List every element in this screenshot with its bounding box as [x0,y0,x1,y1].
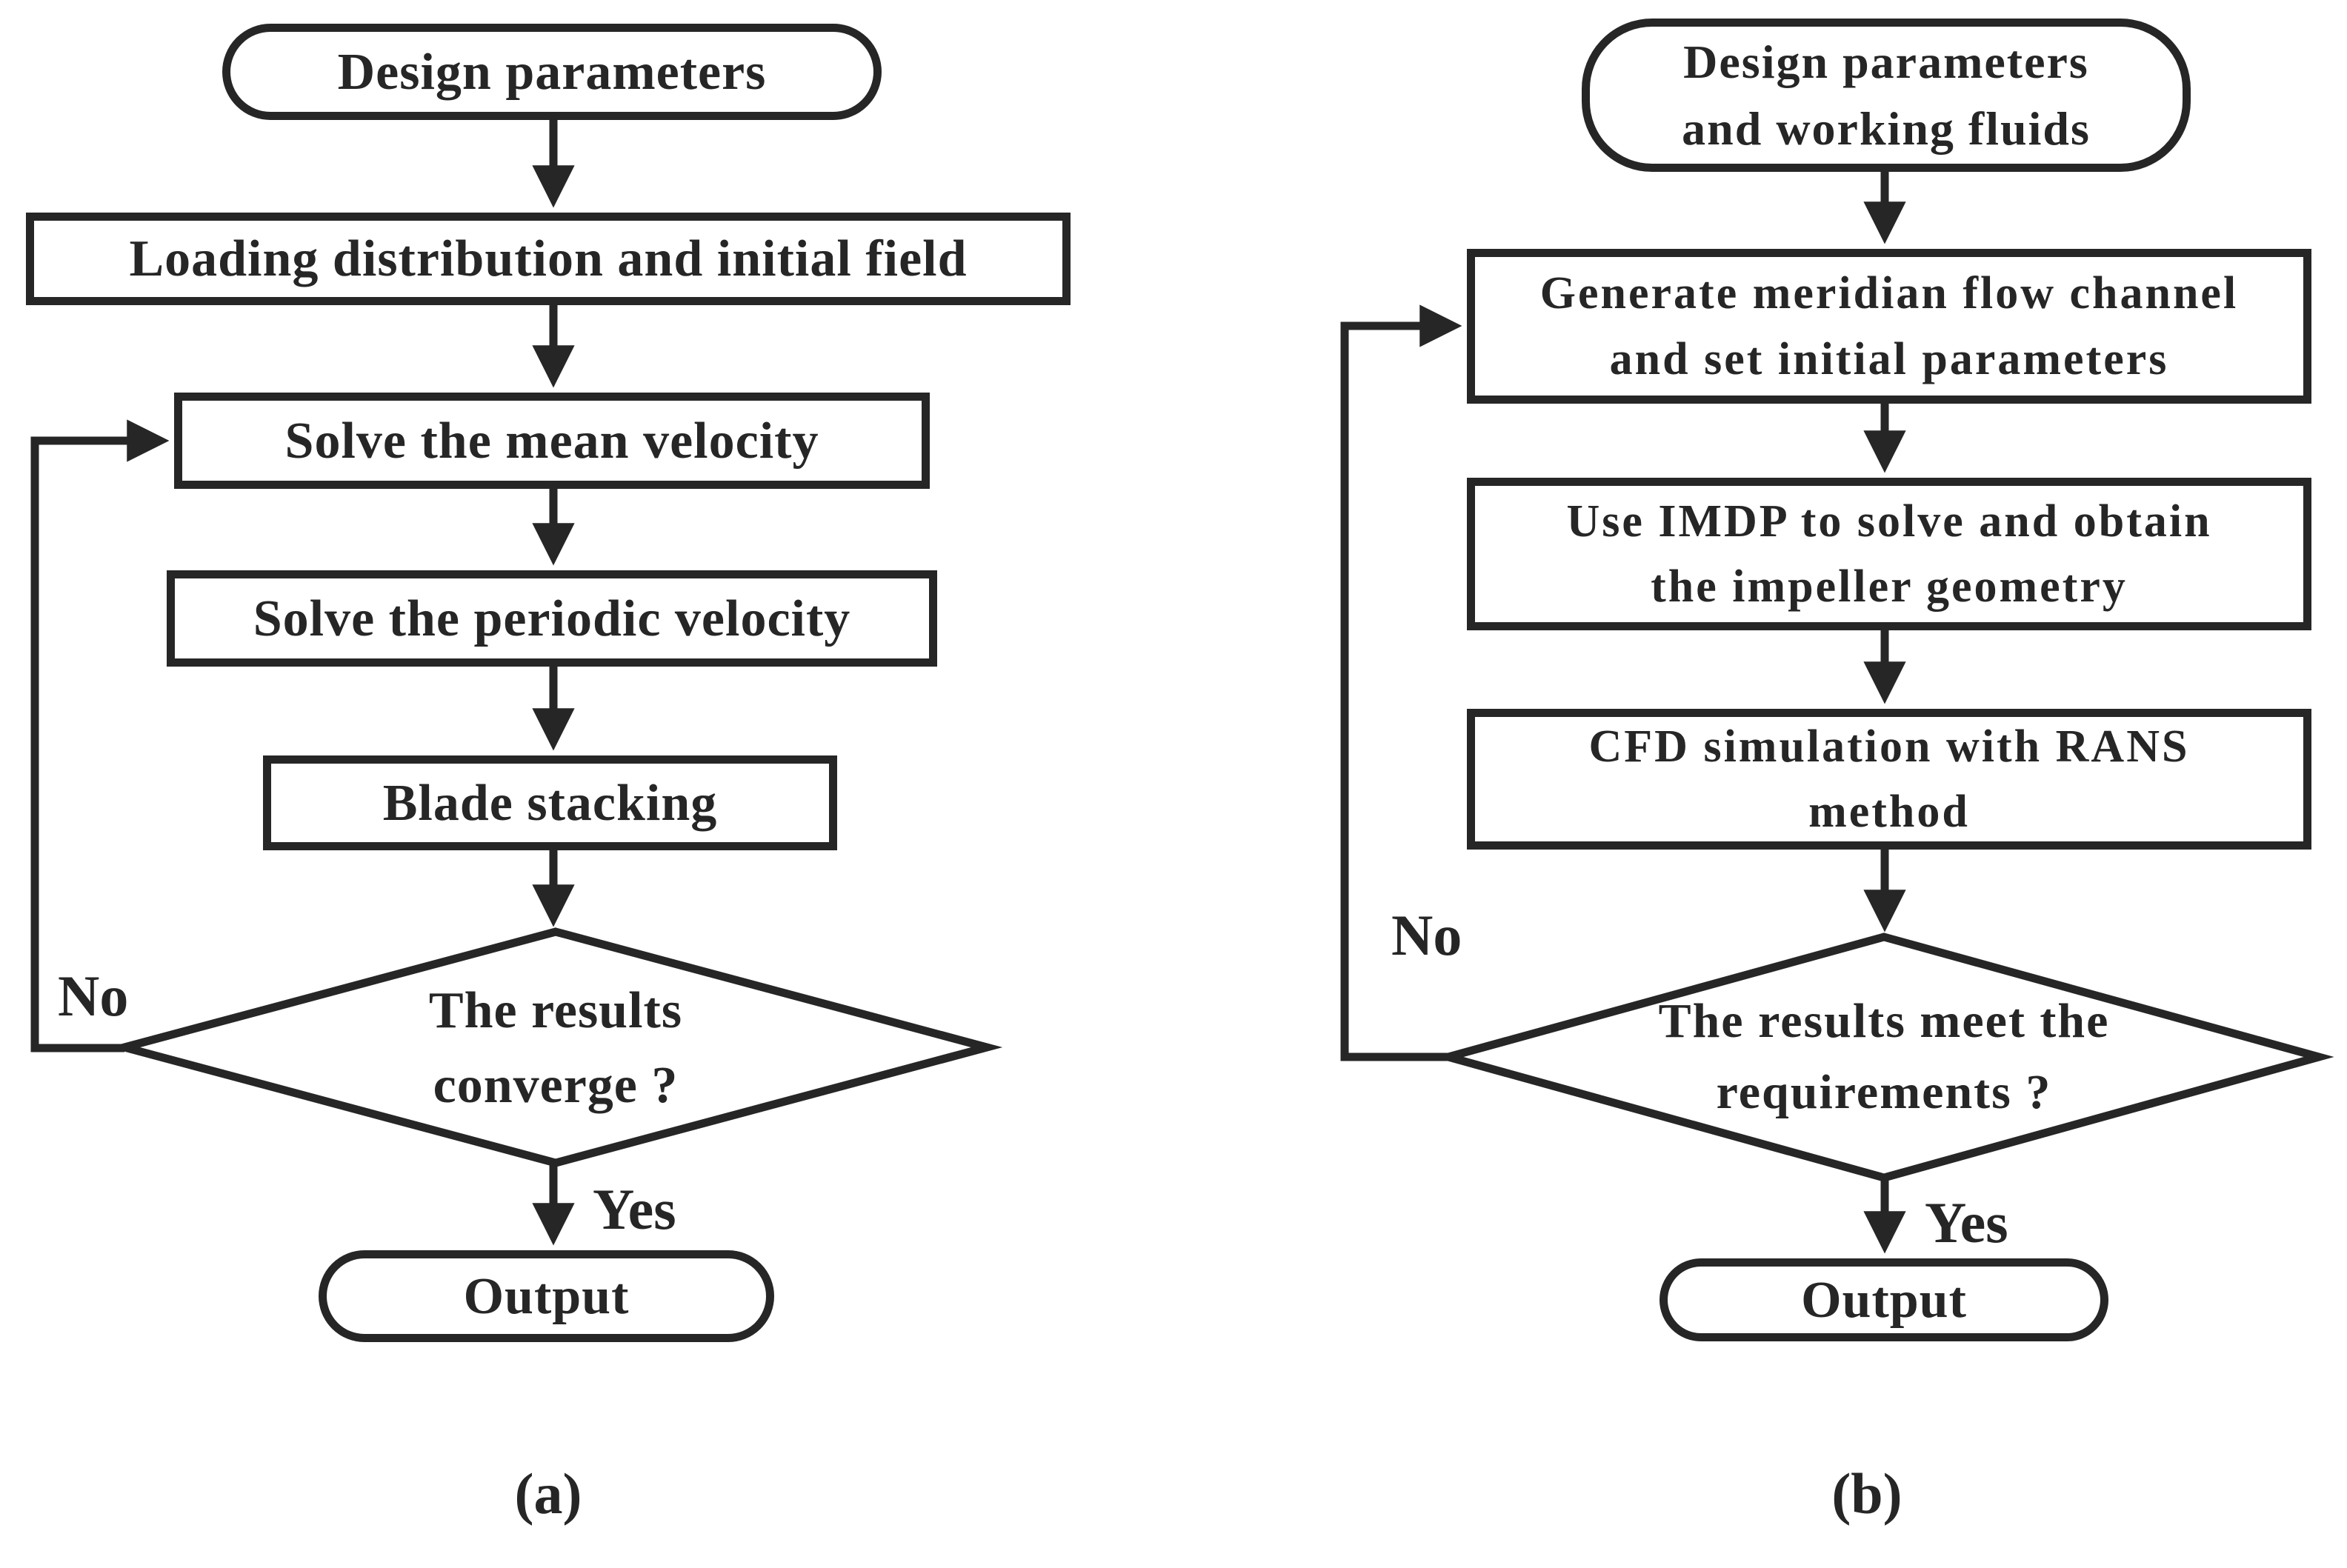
decision-b-diamond [1433,933,2334,1182]
node-a-step4: Blade stacking [263,755,837,850]
node-b-step3: CFD simulation with RANS method [1467,709,2311,850]
node-a-step2: Solve the mean velocity [174,393,930,489]
label-a-yes: Yes [593,1177,676,1241]
decision-b-label: The results meet the requirements ? [1658,994,2110,1119]
decision-a-label: The results converge ? [428,981,683,1115]
node-b-start: Design parameters and working fluids [1582,19,2191,172]
node-b-step1: Generate meridian flow channel and set i… [1467,249,2311,404]
label-a-no: No [58,964,129,1028]
node-a-start: Design parameters [222,24,882,120]
label-b-yes: Yes [1925,1190,2008,1255]
caption-b: (b) [1831,1461,1902,1526]
node-a-end: Output [319,1250,774,1342]
loop-b-no-path [1340,304,1462,1061]
node-b-end: Output [1659,1258,2108,1341]
node-a-step3: Solve the periodic velocity [167,570,937,667]
loop-a-no-path [30,419,170,1052]
node-b-step2: Use IMDP to solve and obtain the impelle… [1467,478,2311,630]
decision-a-diamond [108,927,1003,1167]
caption-a: (a) [514,1461,582,1526]
label-b-no: No [1391,903,1462,967]
node-a-step1: Loading distribution and initial field [26,213,1071,305]
